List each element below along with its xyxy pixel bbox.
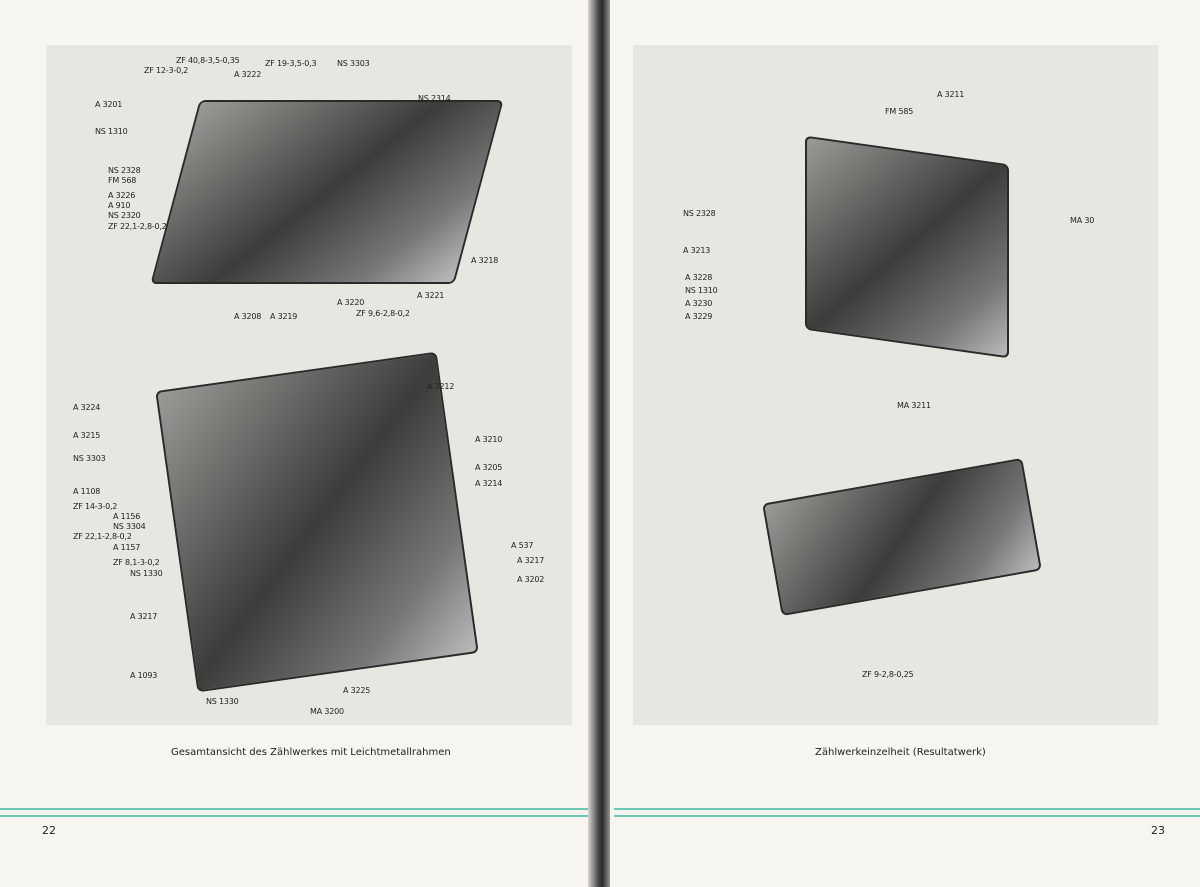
divider-rule bbox=[614, 808, 1200, 810]
part-label: A 3219 bbox=[270, 312, 298, 321]
part-label: A 537 bbox=[511, 541, 534, 550]
part-label: A 3220 bbox=[337, 298, 365, 307]
part-label: A 3210 bbox=[475, 435, 503, 444]
part-label: A 3218 bbox=[471, 256, 499, 265]
figure-id: MA 3211 bbox=[897, 401, 931, 410]
part-label: A 3226 bbox=[108, 191, 136, 200]
part-label: ZF 12-3-0,2 bbox=[144, 66, 189, 75]
part-label: A 3208 bbox=[234, 312, 262, 321]
right-page: A 3211 FM 585 NS 2328 MA 30 A 3213 A 322… bbox=[610, 0, 1200, 887]
part-label: ZF 22,1-2,8-0,2 bbox=[73, 532, 132, 541]
part-label: A 3229 bbox=[685, 312, 713, 321]
part-label: ZF 19-3,5-0,3 bbox=[265, 59, 317, 68]
figure-caption: Gesamtansicht des Zählwerkes mit Leichtm… bbox=[171, 747, 451, 758]
divider-rule bbox=[614, 815, 1200, 817]
part-label: A 3217 bbox=[517, 556, 545, 565]
part-label: ZF 8,1-3-0,2 bbox=[113, 558, 160, 567]
page-number: 23 bbox=[1151, 824, 1165, 837]
counter-full-view-image bbox=[155, 351, 479, 693]
part-label: A 3202 bbox=[517, 575, 545, 584]
part-label: A 3214 bbox=[475, 479, 503, 488]
part-label: NS 3304 bbox=[113, 522, 146, 531]
divider-rule bbox=[0, 808, 588, 810]
part-label: A 3222 bbox=[234, 70, 262, 79]
part-label: NS 2314 bbox=[418, 94, 451, 103]
part-label: NS 3303 bbox=[337, 59, 370, 68]
figure-caption: Zählwerkeinzelheit (Resultatwerk) bbox=[815, 747, 986, 758]
part-label: ZF 14-3-0,2 bbox=[73, 502, 118, 511]
part-label: NS 1310 bbox=[685, 286, 718, 295]
part-label: NS 1330 bbox=[206, 697, 239, 706]
part-label: A 910 bbox=[108, 201, 131, 210]
part-label: ZF 22,1-2,8-0,2 bbox=[108, 222, 167, 231]
part-label: A 1157 bbox=[113, 543, 141, 552]
part-label: A 3211 bbox=[937, 90, 965, 99]
book-gutter bbox=[588, 0, 614, 887]
part-label: A 3215 bbox=[73, 431, 101, 440]
part-label: NS 2320 bbox=[108, 211, 141, 220]
part-label: A 3212 bbox=[427, 382, 455, 391]
part-label: A 3221 bbox=[417, 291, 445, 300]
part-label: A 1108 bbox=[73, 487, 101, 496]
part-label: A 1093 bbox=[130, 671, 158, 680]
part-label: NS 1330 bbox=[130, 569, 163, 578]
part-label: A 3230 bbox=[685, 299, 713, 308]
part-label: ZF 9,6-2,8-0,2 bbox=[356, 309, 410, 318]
part-label: A 3201 bbox=[95, 100, 123, 109]
part-label: A 3205 bbox=[475, 463, 503, 472]
divider-rule bbox=[0, 815, 588, 817]
part-label: A 3224 bbox=[73, 403, 101, 412]
part-label: ZF 40,8-3,5-0,35 bbox=[176, 56, 240, 65]
part-label: NS 2328 bbox=[683, 209, 716, 218]
page-number: 22 bbox=[42, 824, 56, 837]
part-label: NS 1310 bbox=[95, 127, 128, 136]
part-label: MA 30 bbox=[1070, 216, 1095, 225]
counter-top-view-image bbox=[150, 100, 504, 284]
part-label: FM 585 bbox=[885, 107, 914, 116]
part-label: A 3217 bbox=[130, 612, 158, 621]
part-label: A 3213 bbox=[683, 246, 711, 255]
part-label: ZF 9-2,8-0,25 bbox=[862, 670, 914, 679]
part-label: NS 2328 bbox=[108, 166, 141, 175]
part-label: FM 568 bbox=[108, 176, 137, 185]
figure-id: MA 3200 bbox=[310, 707, 344, 716]
part-label: NS 3303 bbox=[73, 454, 106, 463]
part-label: A 3225 bbox=[343, 686, 371, 695]
figure-panel bbox=[633, 45, 1158, 725]
left-page: ZF 40,8-3,5-0,35 ZF 19-3,5-0,3 NS 3303 Z… bbox=[0, 0, 592, 887]
result-counter-image bbox=[805, 135, 1009, 359]
part-label: A 1156 bbox=[113, 512, 141, 521]
part-label: A 3228 bbox=[685, 273, 713, 282]
